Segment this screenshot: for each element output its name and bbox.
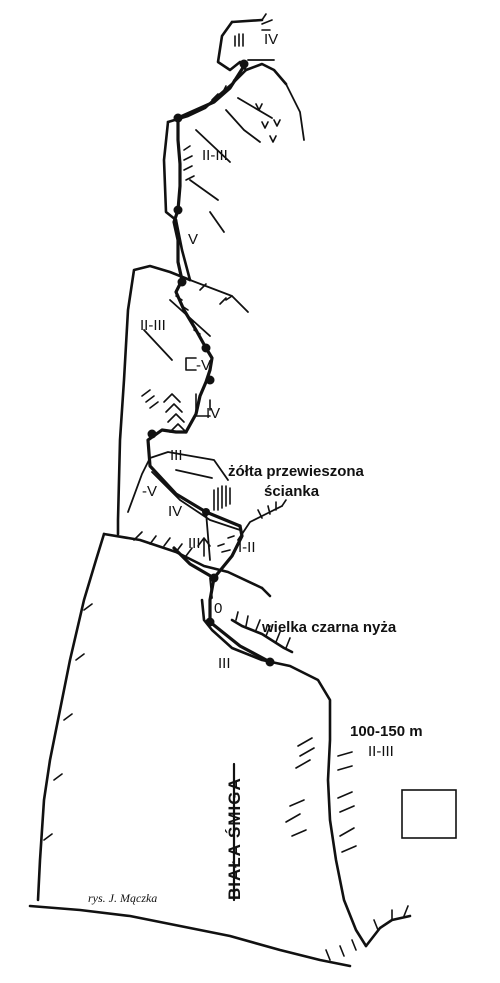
summit-outline — [216, 18, 288, 86]
belay-station — [209, 573, 219, 583]
grade-label: I-II — [238, 539, 256, 556]
grade-label-base: II-III — [368, 743, 394, 760]
feature-name-label: BIAŁA ŚMIGA — [225, 777, 244, 900]
grade-label: III — [170, 447, 183, 464]
right-branch — [237, 499, 287, 541]
grade-label: IV — [206, 405, 220, 422]
middle-hatching — [141, 283, 233, 433]
belay-station — [265, 657, 275, 667]
black-cave — [230, 611, 294, 654]
grade-label: 0 — [214, 600, 222, 617]
summit-hatching — [234, 13, 273, 47]
drawing-credit: rys. J. Mączka — [88, 891, 157, 905]
belay-station — [147, 429, 157, 439]
grade-label: II-III — [140, 317, 166, 334]
belay-station — [205, 375, 215, 385]
belay-station — [201, 343, 211, 353]
hut-square — [401, 789, 457, 839]
upper-left-wall — [162, 120, 192, 282]
yellow-wall-label-line1: żółta przewieszona — [228, 463, 365, 480]
cave-label: wielka czarna nyża — [261, 619, 397, 636]
grade-label: II-III — [202, 147, 228, 164]
grade-label-top: IV — [264, 31, 278, 48]
height-label: 100-150 m — [350, 723, 423, 740]
base-hatching — [285, 737, 357, 853]
yellow-wall-outline — [127, 451, 231, 513]
belay-station — [177, 277, 187, 287]
grade-label: III — [188, 535, 201, 552]
belay-station — [173, 205, 183, 215]
grade-label: V — [188, 231, 198, 248]
belay-station — [173, 113, 183, 123]
lower-block-outline — [36, 532, 368, 948]
belay-station — [205, 617, 215, 627]
central-ledge — [102, 531, 264, 590]
yellow-wall-label-line2: ścianka — [264, 483, 320, 500]
grade-label: III — [218, 655, 231, 672]
grade-label: -V — [142, 483, 157, 500]
belay-station — [239, 59, 249, 69]
belay-station — [202, 508, 210, 516]
upper-right-slope — [189, 83, 305, 233]
belay-stations — [147, 59, 275, 667]
grade-label: -V — [196, 357, 211, 374]
ground-line — [28, 904, 412, 968]
grade-label: IV — [168, 503, 182, 520]
